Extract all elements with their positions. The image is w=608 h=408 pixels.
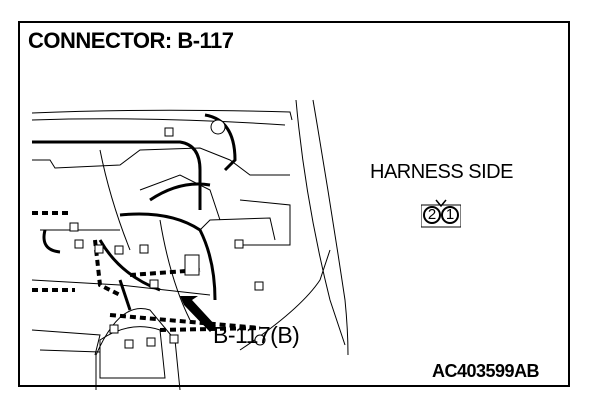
diagram-frame — [18, 21, 570, 387]
connector-pin-2: 2 — [423, 206, 441, 224]
connector-title: CONNECTOR: B-117 — [28, 28, 234, 53]
figure-code: AC403599AB — [432, 361, 540, 381]
connector-callout-label: B-117(B) — [213, 322, 300, 348]
callout-arrow-icon — [180, 296, 216, 332]
harness-side-label: HARNESS SIDE — [370, 161, 513, 183]
connector-pin-1: 1 — [441, 206, 459, 224]
connector-face: 2 1 — [420, 198, 462, 230]
